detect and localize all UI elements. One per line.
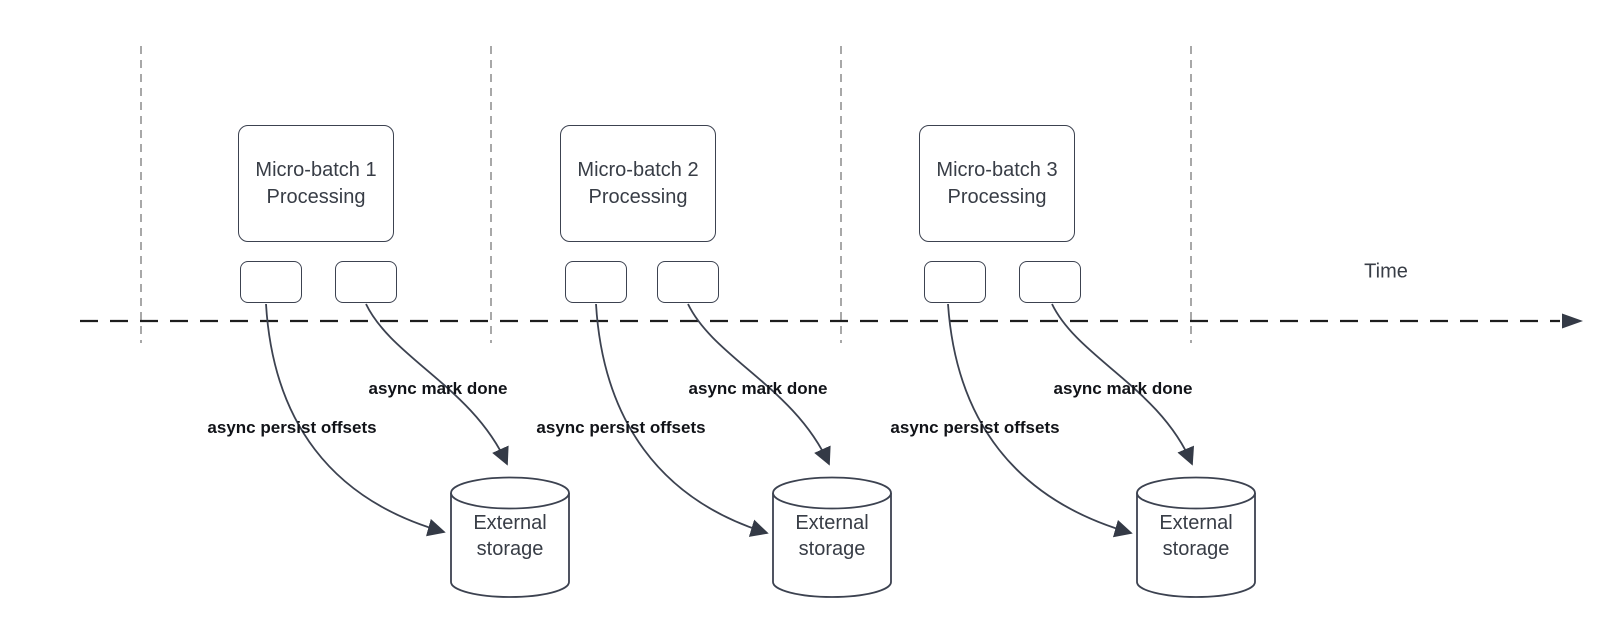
mark-done-source-box-3 bbox=[1019, 261, 1081, 303]
cylinder-body bbox=[450, 493, 570, 598]
external-storage-cylinder-2 bbox=[772, 476, 892, 598]
persist-offsets-label-3: async persist offsets bbox=[890, 418, 1060, 437]
microbatch-1-processing-box: Micro-batch 1 Processing bbox=[238, 125, 394, 242]
persist-offsets-arrow-1 bbox=[265, 303, 446, 537]
cylinder-top bbox=[450, 476, 570, 510]
external-storage-cylinder-1 bbox=[450, 476, 570, 598]
mark-done-label-3: async mark done bbox=[1053, 379, 1193, 398]
microbatch-2-processing-label: Micro-batch 2 Processing bbox=[577, 158, 699, 208]
mark-done-source-box-1 bbox=[335, 261, 397, 303]
microbatch-1-processing-label: Micro-batch 1 Processing bbox=[255, 158, 377, 208]
mark-done-arrow-1 bbox=[365, 303, 509, 466]
persist-offsets-arrow-2 bbox=[595, 303, 769, 537]
cylinder-top bbox=[772, 476, 892, 510]
external-storage-label-1: External storage bbox=[473, 512, 547, 560]
cylinder-body bbox=[1136, 493, 1256, 598]
persist-offsets-source-box-2 bbox=[565, 261, 627, 303]
mark-done-source-box-2 bbox=[657, 261, 719, 303]
time-label: Time bbox=[1364, 260, 1408, 283]
cylinder-body bbox=[772, 493, 892, 598]
persist-offsets-label-2: async persist offsets bbox=[536, 418, 706, 437]
mark-done-label-2: async mark done bbox=[688, 379, 828, 398]
mark-done-label-1: async mark done bbox=[368, 379, 508, 398]
microbatch-2-processing-box: Micro-batch 2 Processing bbox=[560, 125, 716, 242]
external-storage-label-2: External storage bbox=[795, 512, 869, 560]
persist-offsets-arrow-3 bbox=[947, 303, 1133, 538]
microbatch-3-processing-box: Micro-batch 3 Processing bbox=[919, 125, 1075, 242]
external-storage-cylinder-3 bbox=[1136, 476, 1256, 598]
cylinder-top bbox=[1136, 476, 1256, 510]
mark-done-arrow-3 bbox=[1051, 303, 1194, 466]
persist-offsets-source-box-1 bbox=[240, 261, 302, 303]
external-storage-label-3: External storage bbox=[1159, 512, 1233, 560]
microbatch-3-processing-label: Micro-batch 3 Processing bbox=[936, 158, 1058, 208]
persist-offsets-label-1: async persist offsets bbox=[207, 418, 377, 437]
mark-done-arrow-2 bbox=[687, 303, 831, 466]
persist-offsets-source-box-3 bbox=[924, 261, 986, 303]
timeline-arrowhead-icon bbox=[1562, 313, 1583, 329]
